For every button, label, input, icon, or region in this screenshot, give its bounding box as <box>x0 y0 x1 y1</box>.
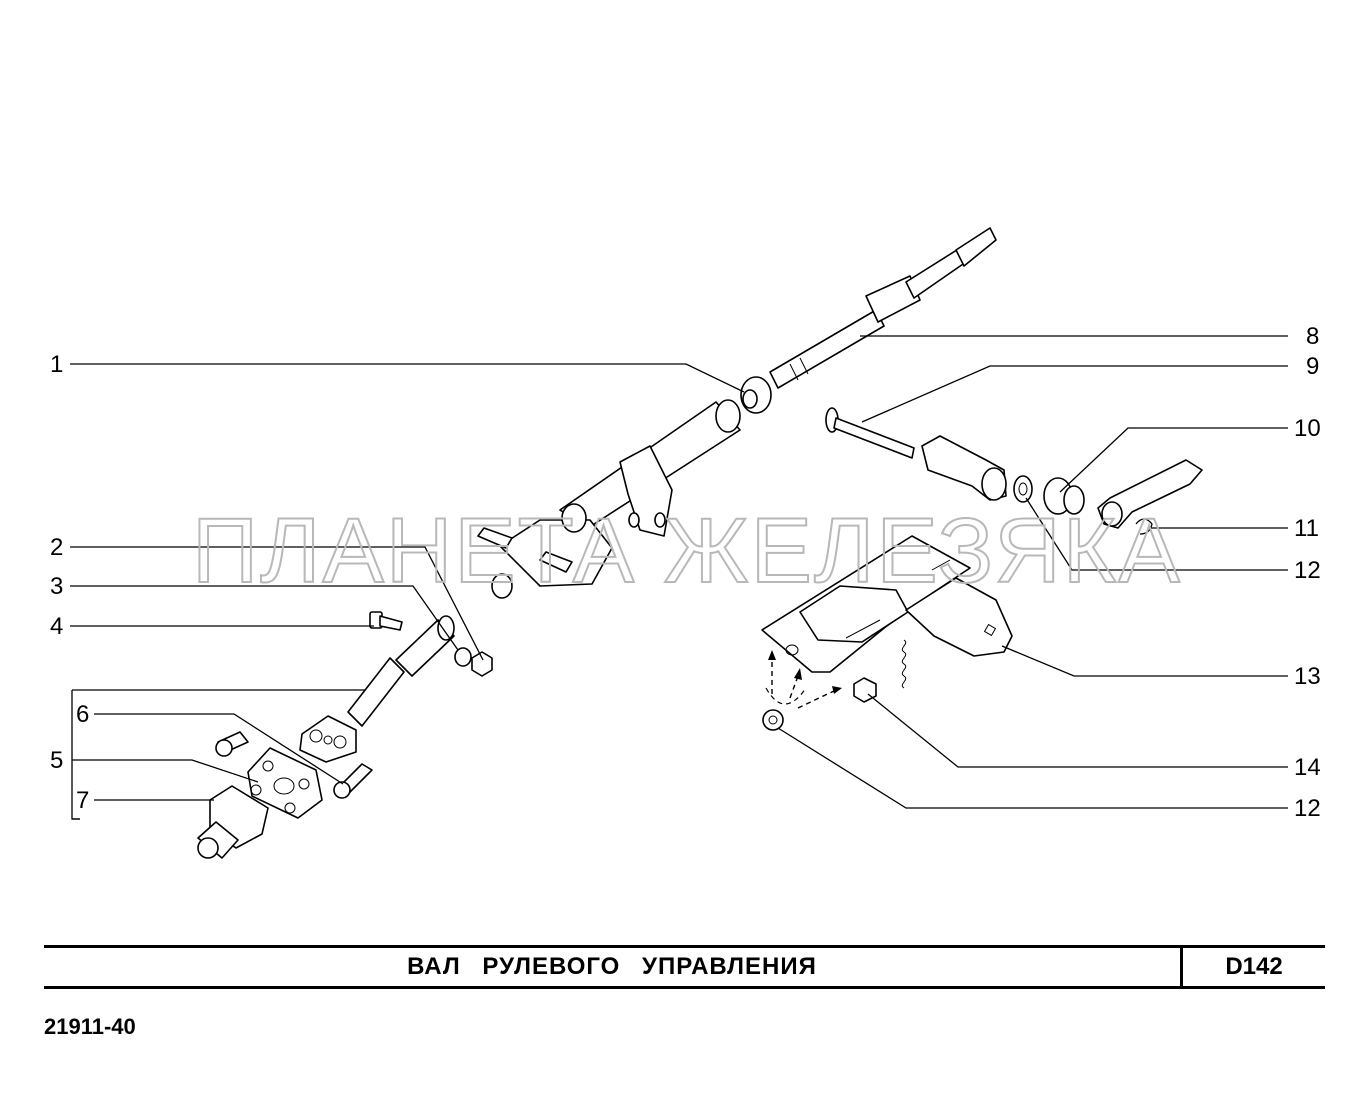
washer-3 <box>454 647 472 667</box>
yoke <box>197 785 269 859</box>
pin-6 <box>215 731 373 799</box>
callout-14: 14 <box>1294 754 1321 781</box>
bolt-4 <box>369 611 403 631</box>
callout-3: 3 <box>50 573 63 600</box>
nut-2 <box>471 651 493 677</box>
washer-12-lower <box>762 709 784 731</box>
adjust-lever <box>1097 459 1203 535</box>
flange <box>247 747 323 819</box>
callout-2: 2 <box>50 534 63 561</box>
callout-13: 13 <box>1294 663 1321 690</box>
title-divider <box>1180 948 1183 986</box>
callout-11: 11 <box>1294 515 1319 542</box>
washer-12-upper <box>1013 475 1033 503</box>
assembly-arrows <box>765 650 842 709</box>
callout-10: 10 <box>1294 415 1321 442</box>
callout-1: 1 <box>50 351 63 378</box>
diagram-code: D142 <box>1225 953 1283 980</box>
callout-12-lower: 12 <box>1294 795 1321 822</box>
callout-6: 6 <box>76 701 89 728</box>
spring <box>901 639 907 689</box>
steering-column <box>477 399 741 599</box>
callout-8: 8 <box>1306 323 1319 350</box>
callout-12-upper: 12 <box>1294 557 1321 584</box>
callout-5: 5 <box>50 747 63 774</box>
callout-4: 4 <box>50 613 63 640</box>
steering-shaft <box>769 227 997 389</box>
model-number: 21911-40 <box>44 1014 136 1039</box>
bearing <box>740 376 772 414</box>
title-block: ВАЛ РУЛЕВОГО УПРАВЛЕНИЯ D142 <box>44 945 1325 989</box>
long-bolt <box>825 407 1007 501</box>
callout-7: 7 <box>76 787 89 814</box>
callout-9: 9 <box>1306 353 1319 380</box>
intermediate-shaft <box>299 615 455 763</box>
diagram-title: ВАЛ РУЛЕВОГО УПРАВЛЕНИЯ <box>407 953 817 980</box>
mounting-bracket <box>761 535 1013 673</box>
watermark: ПЛАНЕТА ЖЕЛЕЗЯКА <box>192 500 1182 602</box>
leader-lines <box>70 335 1288 820</box>
